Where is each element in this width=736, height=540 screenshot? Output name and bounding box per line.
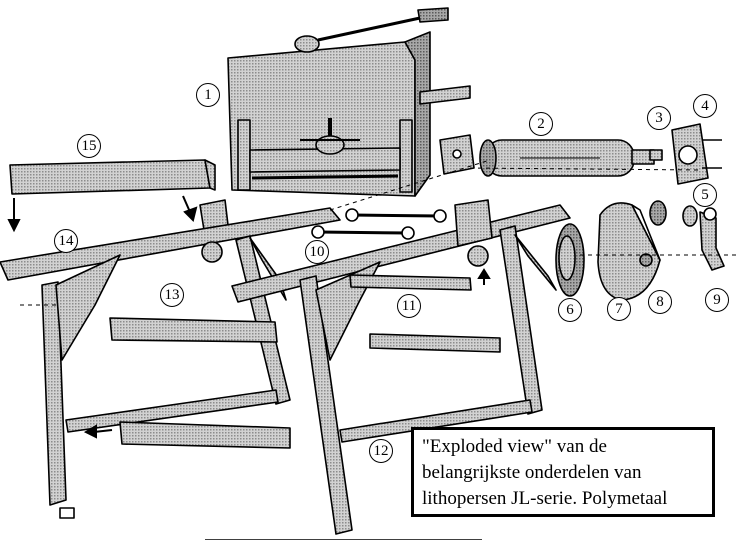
caption-box: "Exploded view" van de belangrijkste ond… xyxy=(411,427,715,517)
callout-15: 15 xyxy=(77,134,101,158)
callout-10: 10 xyxy=(305,240,329,264)
bushing-part xyxy=(649,149,663,161)
callout-3: 3 xyxy=(647,106,671,130)
callout-5: 5 xyxy=(693,183,717,207)
press-head-part xyxy=(227,7,471,197)
callout-7: 7 xyxy=(607,297,631,321)
roller-part xyxy=(479,139,655,177)
caption-line-2: belangrijkste onderdelen van xyxy=(422,462,642,483)
crossbeam-part-13 xyxy=(109,317,278,343)
callout-2: 2 xyxy=(529,112,553,136)
caption-line-1: "Exploded view" van de xyxy=(422,436,607,457)
callout-1: 1 xyxy=(196,83,220,107)
callout-14: 14 xyxy=(54,229,78,253)
crossbeam-part-15 xyxy=(9,159,211,195)
callout-12: 12 xyxy=(369,439,393,463)
left-side-frame xyxy=(0,207,341,506)
caption-line-3: lithopersen JL-serie. Polymetaal xyxy=(422,488,668,509)
callout-11: 11 xyxy=(397,294,421,318)
callout-6: 6 xyxy=(558,298,582,322)
callout-9: 9 xyxy=(705,288,729,312)
callout-13: 13 xyxy=(160,283,184,307)
crossbeam-part-11 xyxy=(349,274,472,291)
callout-8: 8 xyxy=(648,290,672,314)
callout-4: 4 xyxy=(693,94,717,118)
gear-cover-part xyxy=(597,202,661,301)
crank-part xyxy=(699,211,725,271)
right-side-frame xyxy=(231,199,571,535)
